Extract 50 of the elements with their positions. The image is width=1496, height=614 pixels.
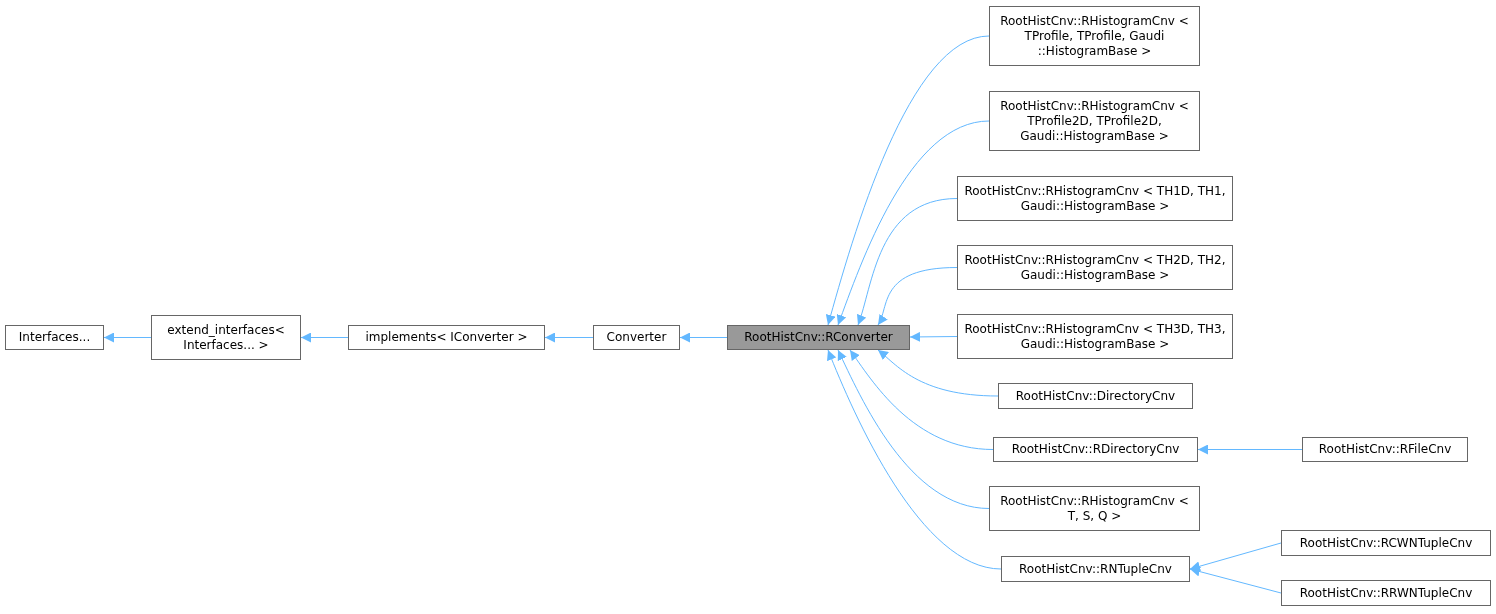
inheritance-arrow <box>856 198 958 326</box>
inheritance-arrow <box>849 349 994 450</box>
class-box <box>957 245 1233 290</box>
inheritance-arrow <box>877 267 958 326</box>
class-box <box>989 486 1200 531</box>
class-box <box>348 325 545 350</box>
class-name: extend_interfaces< Interfaces... > <box>166 322 286 353</box>
class-name: RootHistCnv::RConverter <box>743 330 894 345</box>
class-name: RootHistCnv::RFileCnv <box>1317 442 1453 457</box>
class-box <box>593 325 680 350</box>
inheritance-arrow <box>1197 444 1303 455</box>
inheritance-arrow <box>837 349 990 509</box>
inheritance-arrow <box>836 120 990 326</box>
class-name: RootHistCnv::RDirectoryCnv <box>1010 442 1181 457</box>
class-name: RootHistCnv::RNTupleCnv <box>1018 561 1173 577</box>
class-name: Converter <box>605 330 668 345</box>
class-name: RootHistCnv::RHistogramCnv < TH1D, TH1, Gaudi::HistogramBase > <box>963 183 1227 214</box>
inheritance-arrow <box>909 331 958 342</box>
class-box <box>1281 530 1491 556</box>
class-name: RootHistCnv::RHistogramCnv < T, S, Q > <box>999 493 1190 524</box>
class-box <box>989 6 1200 66</box>
class-name: RootHistCnv::RHistogramCnv < TH2D, TH2, Gaudi::HistogramBase > <box>963 252 1227 283</box>
inheritance-arrow <box>103 332 152 343</box>
class-name: RootHistCnv::RCWNTupleCnv <box>1298 535 1474 551</box>
class-name: RootHistCnv::RRWNTupleCnv <box>1298 585 1474 601</box>
class-name: RootHistCnv::DirectoryCnv <box>1014 388 1177 404</box>
inheritance-arrow <box>679 332 728 343</box>
class-box <box>1281 580 1491 606</box>
class-box <box>957 314 1233 359</box>
class-box <box>1302 437 1468 462</box>
class-box <box>1001 556 1190 582</box>
class-box <box>989 91 1200 151</box>
inheritance-arrow <box>544 332 594 343</box>
inheritance-arrow <box>1189 542 1282 572</box>
class-name: implements< IConverter > <box>364 330 529 345</box>
class-name: RootHistCnv::RHistogramCnv < TH3D, TH3, Gaudi::HistogramBase > <box>963 321 1227 352</box>
class-name: Interfaces... <box>17 330 92 345</box>
class-name: RootHistCnv::RHistogramCnv < TProfile2D, TProfile2D, Gaudi::HistogramBase > <box>999 98 1190 144</box>
inheritance-arrow <box>877 349 999 397</box>
inheritance-arrow <box>1189 566 1282 594</box>
inheritance-arrow <box>825 35 990 326</box>
class-box <box>151 315 301 360</box>
inheritance-arrow <box>827 349 1002 570</box>
inheritance-arrow <box>300 332 349 343</box>
class-name: RootHistCnv::RHistogramCnv < TProfile, TProfile, Gaudi ::HistogramBase > <box>999 13 1190 59</box>
class-box <box>998 383 1193 409</box>
class-box <box>5 325 104 350</box>
class-box <box>957 176 1233 221</box>
class-box <box>993 437 1198 462</box>
class-box <box>727 325 910 350</box>
